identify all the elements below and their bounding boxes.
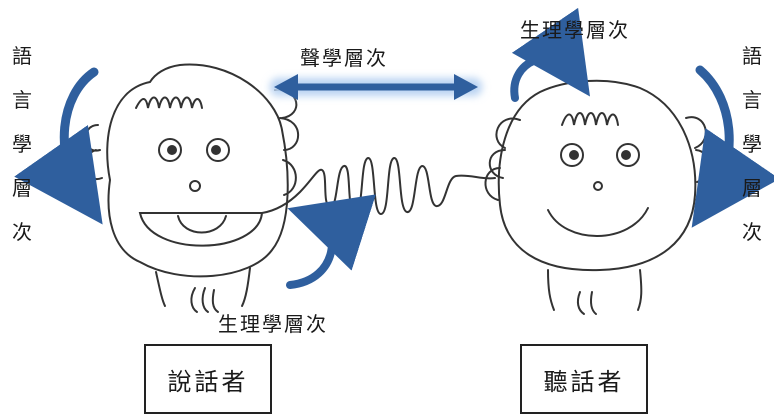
linguistic-level-left-label: 語 言 學 層 次 (12, 44, 32, 244)
bottom-physiological-arrow-icon (286, 194, 376, 289)
speaker-head (84, 63, 299, 313)
listener-box: 聽話者 (520, 344, 648, 414)
top-physiological-arrow-icon (510, 7, 591, 102)
acoustic-level-label: 聲學層次 (300, 46, 388, 70)
right-linguistic-arrow-icon (691, 65, 774, 228)
sound-wave (261, 156, 496, 216)
listener-head (484, 79, 710, 315)
physiological-level-bottom-label: 生理學層次 (218, 312, 328, 336)
speaker-box: 說話者 (144, 344, 272, 414)
physiological-level-top-label: 生理學層次 (520, 18, 630, 42)
linguistic-level-right-label: 語 言 學 層 次 (742, 44, 762, 244)
acoustic-double-arrow-icon (274, 74, 478, 100)
left-linguistic-arrow-icon (14, 67, 103, 225)
